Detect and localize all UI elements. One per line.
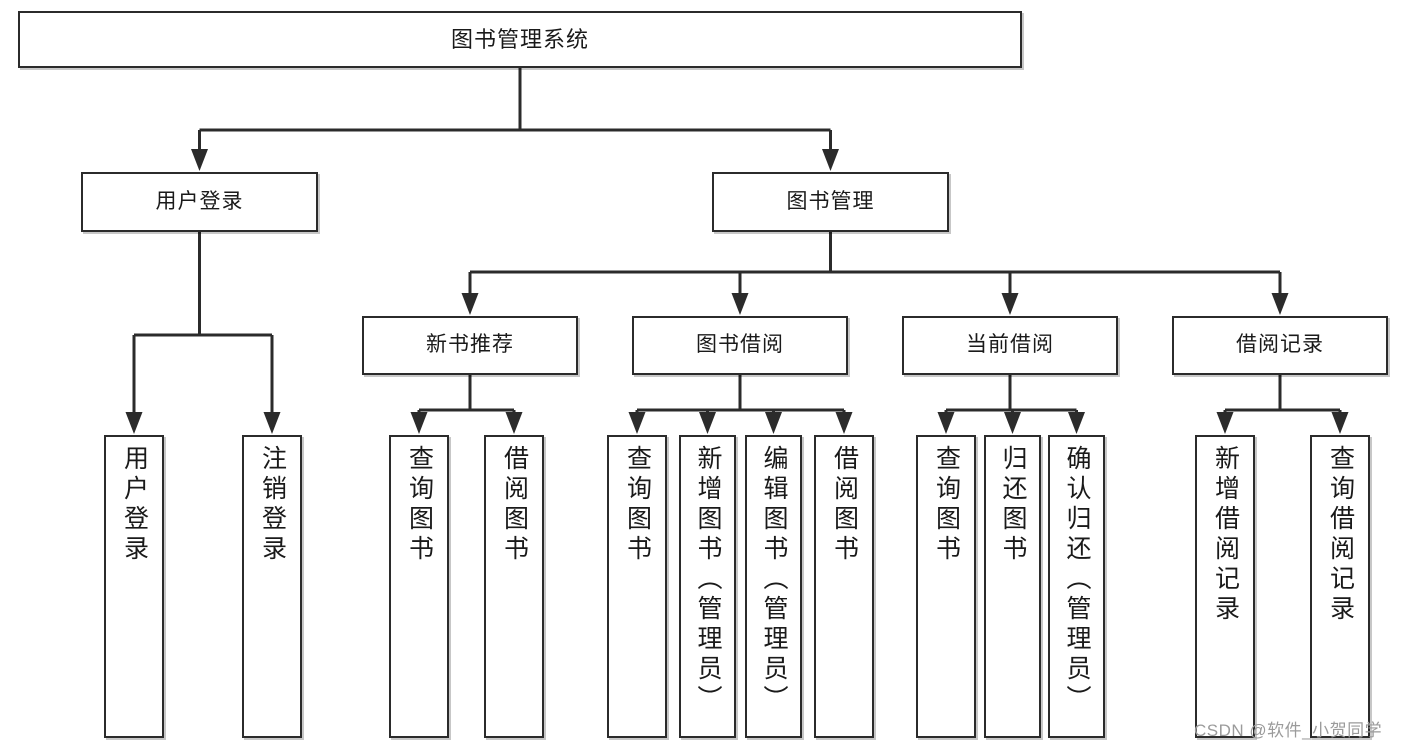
node-leaf-new-1[interactable]: 查询图书	[389, 435, 449, 738]
node-label: 借阅图书	[830, 445, 859, 565]
arrowhead	[731, 293, 749, 315]
node-leaf-login-1[interactable]: 用户登录	[104, 435, 164, 738]
node-records[interactable]: 借阅记录	[1172, 316, 1388, 375]
node-label: 借阅记录	[1236, 333, 1324, 357]
arrowhead	[191, 149, 208, 171]
node-borrow[interactable]: 图书借阅	[632, 316, 848, 375]
node-label: 用户登录	[120, 445, 149, 565]
node-label: 新书推荐	[426, 333, 514, 357]
node-current[interactable]: 当前借阅	[902, 316, 1118, 375]
watermark-label: CSDN @软件_小贺同学	[1194, 721, 1383, 740]
arrowhead	[822, 149, 839, 171]
arrowhead	[699, 412, 716, 434]
node-label: 借阅图书	[500, 445, 529, 565]
arrowhead	[835, 412, 853, 434]
node-leaf-login-2[interactable]: 注销登录	[242, 435, 302, 738]
arrowhead	[1216, 412, 1234, 434]
node-leaf-new-2[interactable]: 借阅图书	[484, 435, 544, 738]
node-leaf-borrow-4[interactable]: 借阅图书	[814, 435, 874, 738]
arrowhead	[1271, 293, 1289, 315]
arrowhead	[1004, 412, 1021, 434]
node-login[interactable]: 用户登录	[81, 172, 318, 232]
node-leaf-cur-1[interactable]: 查询图书	[916, 435, 976, 738]
node-leaf-borrow-3[interactable]: 编辑图书（管理员）	[745, 435, 802, 738]
node-label: 编辑图书（管理员）	[760, 445, 788, 715]
node-leaf-cur-2[interactable]: 归还图书	[984, 435, 1041, 738]
arrowhead	[505, 412, 523, 434]
arrowhead	[125, 412, 143, 434]
node-leaf-borrow-1[interactable]: 查询图书	[607, 435, 667, 738]
arrowhead	[263, 412, 281, 434]
arrowhead	[1068, 412, 1085, 434]
node-label: 新增借阅记录	[1211, 445, 1240, 625]
node-label: 图书借阅	[696, 333, 784, 357]
node-label: 新增图书（管理员）	[694, 445, 722, 715]
arrowhead	[1331, 412, 1349, 434]
node-bookmgr[interactable]: 图书管理	[712, 172, 949, 232]
arrowhead	[937, 412, 955, 434]
node-label: 确认归还（管理员）	[1063, 445, 1091, 715]
node-leaf-cur-3[interactable]: 确认归还（管理员）	[1048, 435, 1105, 738]
arrowhead	[628, 412, 646, 434]
node-leaf-rec-2[interactable]: 查询借阅记录	[1310, 435, 1370, 738]
arrowhead	[461, 293, 479, 315]
node-leaf-rec-1[interactable]: 新增借阅记录	[1195, 435, 1255, 738]
node-label: 注销登录	[258, 445, 287, 565]
node-label: 图书管理系统	[450, 26, 589, 52]
node-newbook[interactable]: 新书推荐	[362, 316, 578, 375]
node-label: 查询图书	[405, 445, 434, 565]
arrowhead	[1001, 293, 1019, 315]
node-label: 查询图书	[932, 445, 961, 565]
node-leaf-borrow-2[interactable]: 新增图书（管理员）	[679, 435, 736, 738]
node-root[interactable]: 图书管理系统	[18, 11, 1022, 68]
node-label: 查询图书	[623, 445, 652, 565]
node-label: 用户登录	[155, 189, 244, 213]
node-label: 图书管理	[786, 189, 875, 213]
node-label: 当前借阅	[966, 333, 1054, 357]
arrowhead	[765, 412, 782, 434]
arrowhead	[410, 412, 428, 434]
node-label: 查询借阅记录	[1326, 445, 1355, 625]
node-label: 归还图书	[999, 445, 1027, 565]
